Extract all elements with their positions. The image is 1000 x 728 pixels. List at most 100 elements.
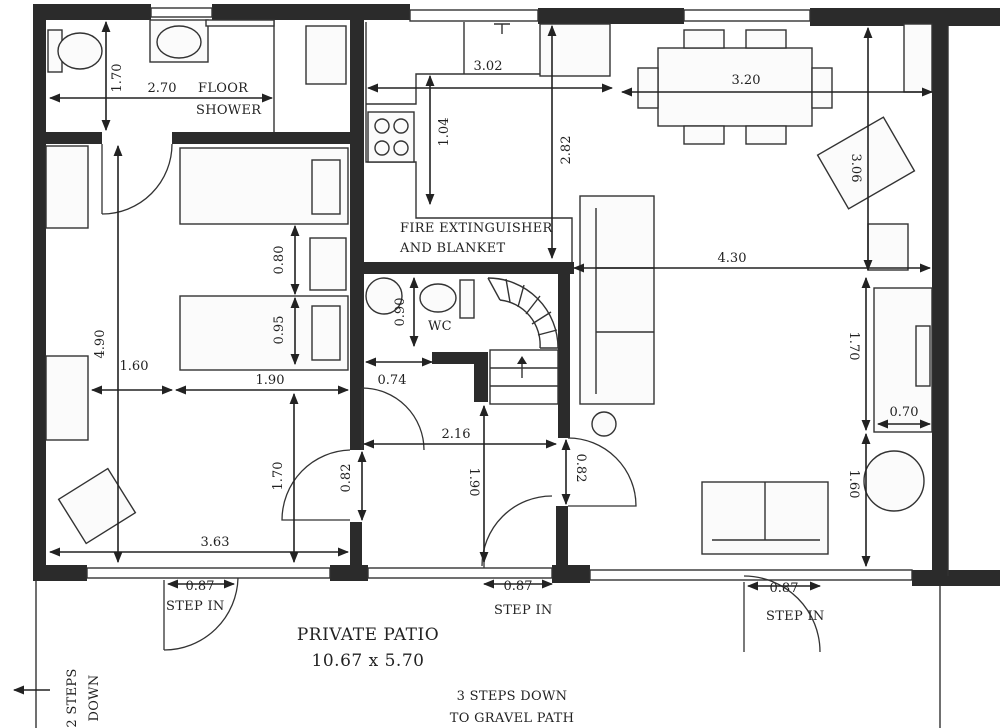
door-patio-right	[743, 575, 821, 653]
window-kitchen	[409, 9, 539, 22]
window-bath	[150, 7, 213, 18]
dimension-lines	[12, 20, 934, 695]
dim-door-right: 0.87	[770, 581, 799, 596]
dim-kitchen-depth: 1.04	[437, 118, 452, 147]
dim-cabinet-height: 1.70	[846, 332, 861, 361]
bedside-table	[309, 237, 347, 291]
bath-basin-bowl	[156, 25, 202, 59]
hob-ring-2	[393, 118, 409, 134]
dim-door-mid: 0.87	[504, 579, 533, 594]
wall-left-outer	[33, 4, 46, 576]
dim-kitchen-height: 2.82	[559, 136, 574, 165]
dim-bed-height: 0.95	[272, 316, 287, 345]
label-floor: FLOOR	[198, 81, 249, 96]
bath-toilet-bowl	[57, 32, 103, 70]
chair-top-2	[745, 29, 787, 49]
door-bedroom-hall	[361, 387, 425, 451]
round-table	[863, 450, 925, 512]
label-step-in-left: STEP IN	[166, 599, 225, 614]
chair-bottom-2	[745, 125, 787, 145]
spiral-staircase	[487, 277, 559, 405]
dim-lounge-width: 4.30	[718, 251, 747, 266]
dim-lounge-right-height: 3.06	[848, 154, 863, 183]
bed-lower-pillow	[311, 305, 341, 361]
dim-bedroom-low-height: 1.70	[271, 462, 286, 491]
wc-toilet	[419, 283, 457, 313]
dim-bath-height: 1.70	[110, 64, 125, 93]
wall-top-kitchen	[538, 8, 684, 24]
wall-bath-bottom-2	[172, 132, 358, 144]
wc-basin	[365, 277, 403, 315]
door-hall-right	[567, 437, 637, 507]
dining-cupboard	[903, 23, 933, 93]
label-wc: WC	[428, 319, 452, 334]
window-dining	[683, 9, 811, 22]
label-shower: SHOWER	[196, 103, 262, 118]
bed-upper-pillow	[311, 159, 341, 215]
dim-bedroom-lower-width: 1.90	[256, 373, 285, 388]
wall-bath-bottom	[42, 132, 102, 144]
sofa-long	[579, 195, 655, 405]
wall-centre-vertical	[350, 18, 364, 450]
wall-bottom-4	[912, 570, 1000, 586]
desk	[45, 355, 89, 441]
door-hall-left	[281, 449, 351, 521]
dim-kitchen-width: 3.02	[474, 59, 503, 74]
dim-bath-width: 2.70	[148, 81, 177, 96]
bottom-window-3	[589, 569, 913, 581]
label-to-gravel-path: TO GRAVEL PATH	[450, 711, 574, 726]
kitchen-hob	[367, 111, 415, 163]
label-3-steps-down: 3 STEPS DOWN	[457, 689, 568, 704]
label-and-blanket: AND BLANKET	[399, 241, 505, 256]
label-2-steps: 2 STEPS	[65, 668, 80, 727]
walls	[33, 4, 1000, 586]
dim-dining-width: 3.20	[732, 73, 761, 88]
chair-top-1	[683, 29, 725, 49]
door-patio-left	[163, 577, 239, 651]
wall-top-mid	[212, 4, 410, 20]
door-bedroom-bath	[101, 143, 173, 215]
dim-bedroom-mid-width: 1.60	[120, 359, 149, 374]
wall-bottom-2	[330, 565, 368, 581]
dim-door-left: 0.87	[186, 579, 215, 594]
armchair-bedroom	[57, 467, 137, 545]
bath-cabinet	[205, 19, 275, 27]
dim-hall-door-left: 0.82	[339, 464, 354, 493]
dim-cabinet-width: 0.70	[890, 405, 919, 420]
hob-ring-1	[374, 118, 390, 134]
label-fire-extinguisher: FIRE EXTINGUISHER	[400, 221, 553, 236]
chair-bottom-1	[683, 125, 725, 145]
dim-hall-door-right: 0.82	[573, 454, 588, 483]
dimension-labels: 1.70 2.70 FLOOR SHOWER 3.02 1.04 2.82 3.…	[93, 59, 918, 596]
patio-labels: STEP IN STEP IN STEP IN PRIVATE PATIO 10…	[65, 599, 825, 728]
wall-bottom-1	[33, 565, 87, 581]
furniture	[45, 19, 933, 555]
kitchen-cupboard	[539, 23, 611, 77]
wall-top-left	[33, 4, 151, 20]
shower-tray	[305, 25, 347, 85]
label-step-in-right: STEP IN	[766, 609, 825, 624]
stool	[591, 411, 617, 437]
wall-stair-right-low	[556, 506, 568, 576]
wall-centre-vertical-low	[350, 522, 362, 576]
hob-ring-3	[374, 140, 390, 156]
chair-right	[811, 67, 833, 109]
dim-bedroom-height: 4.90	[93, 330, 108, 359]
kitchen-counter	[365, 22, 573, 262]
dim-wc-depth: 0.90	[393, 298, 408, 327]
chair-left	[637, 67, 659, 109]
wall-bottom-3	[552, 565, 590, 583]
wall-right-outer	[932, 20, 948, 586]
dim-bed-gap: 0.80	[272, 246, 287, 275]
hob-ring-4	[393, 140, 409, 156]
dim-hall-height: 1.90	[466, 468, 481, 497]
kitchen-counter-inner	[366, 73, 610, 105]
wardrobe	[45, 145, 89, 229]
label-patio-size: 10.67 x 5.70	[312, 651, 425, 671]
dim-wc-width: 0.74	[378, 373, 407, 388]
label-private-patio: PRIVATE PATIO	[297, 625, 439, 645]
bottom-window-2	[367, 567, 553, 579]
dim-hall-width: 2.16	[442, 427, 471, 442]
wall-wc-top	[362, 262, 574, 274]
bottom-window-1	[86, 567, 331, 579]
